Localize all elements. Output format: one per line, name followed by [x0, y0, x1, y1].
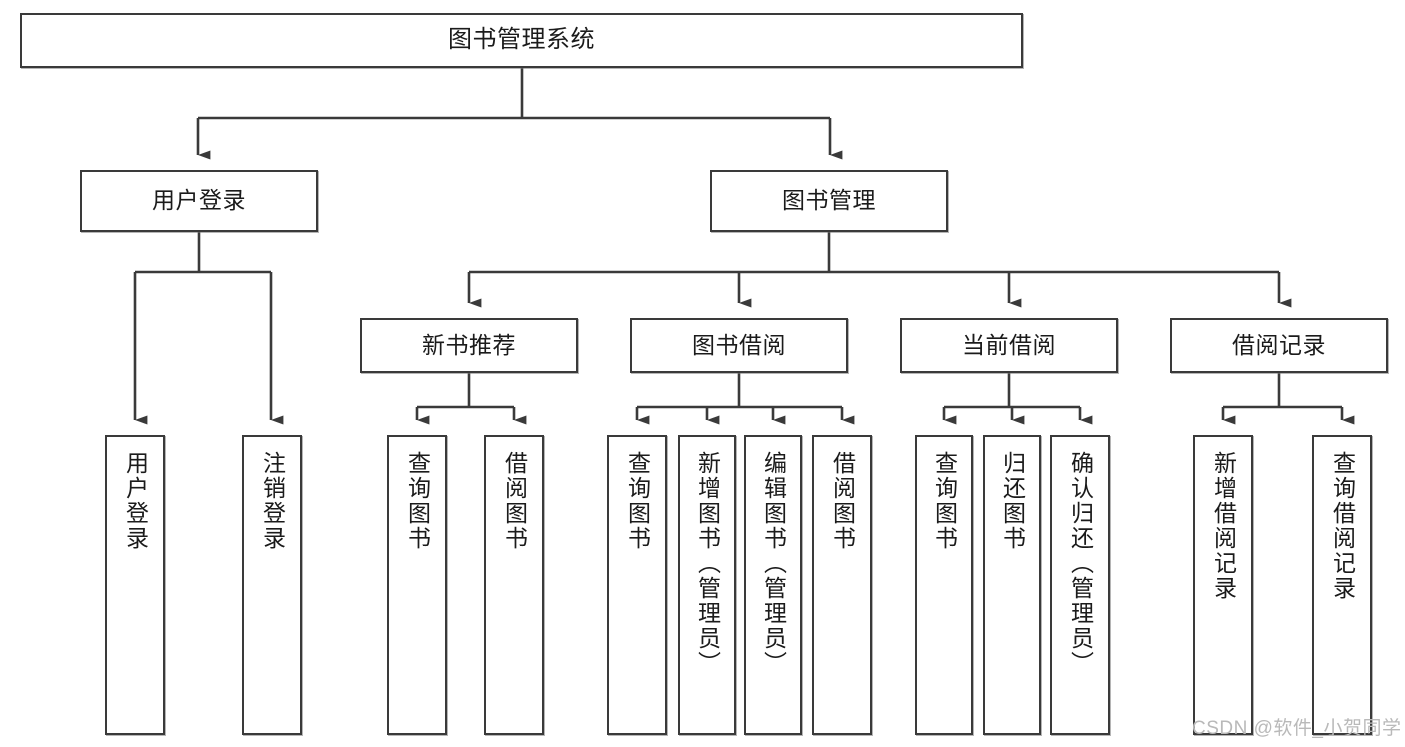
node-leaf-borrow-book-2[interactable]: 借阅图书: [812, 435, 872, 735]
node-leaf-user-login[interactable]: 用户登录: [105, 435, 165, 735]
node-leaf-query-book-3-label: 查询图书: [931, 451, 958, 551]
node-leaf-add-borrow-record-label: 新增借阅记录: [1210, 451, 1237, 601]
node-leaf-add-book-label: 新增图书（管理员）: [694, 451, 721, 676]
node-new-book-recommend[interactable]: 新书推荐: [360, 318, 578, 373]
node-borrow-record[interactable]: 借阅记录: [1170, 318, 1388, 373]
node-leaf-edit-book[interactable]: 编辑图书（管理员）: [744, 435, 802, 735]
node-leaf-confirm-return[interactable]: 确认归还（管理员）: [1050, 435, 1110, 735]
node-leaf-borrow-book-2-label: 借阅图书: [829, 451, 856, 551]
node-leaf-return-book-label: 归还图书: [999, 451, 1026, 551]
node-leaf-add-book[interactable]: 新增图书（管理员）: [678, 435, 736, 735]
node-book-manage-label: 图书管理: [782, 187, 876, 214]
node-leaf-query-book-2[interactable]: 查询图书: [607, 435, 667, 735]
node-new-book-recommend-label: 新书推荐: [422, 331, 516, 358]
node-leaf-user-logout[interactable]: 注销登录: [242, 435, 302, 735]
node-current-borrow[interactable]: 当前借阅: [900, 318, 1118, 373]
node-leaf-borrow-book-1[interactable]: 借阅图书: [484, 435, 544, 735]
node-current-borrow-label: 当前借阅: [962, 331, 1056, 358]
node-leaf-query-book-1[interactable]: 查询图书: [387, 435, 447, 735]
watermark: CSDN @软件_小贺同学: [1192, 718, 1402, 739]
node-leaf-query-borrow-record-label: 查询借阅记录: [1329, 451, 1356, 601]
node-book-borrow[interactable]: 图书借阅: [630, 318, 848, 373]
node-leaf-return-book[interactable]: 归还图书: [983, 435, 1041, 735]
node-leaf-edit-book-label: 编辑图书（管理员）: [760, 451, 787, 676]
node-leaf-query-book-3[interactable]: 查询图书: [915, 435, 973, 735]
node-leaf-borrow-book-1-label: 借阅图书: [501, 451, 528, 551]
node-leaf-query-book-2-label: 查询图书: [624, 451, 651, 551]
node-root[interactable]: 图书管理系统: [20, 13, 1023, 68]
node-user-login[interactable]: 用户登录: [80, 170, 318, 232]
node-leaf-user-login-label: 用户登录: [122, 451, 149, 551]
node-user-login-label: 用户登录: [152, 187, 246, 214]
node-leaf-add-borrow-record[interactable]: 新增借阅记录: [1193, 435, 1253, 735]
node-book-borrow-label: 图书借阅: [692, 331, 786, 358]
node-borrow-record-label: 借阅记录: [1232, 331, 1326, 358]
node-root-label: 图书管理系统: [448, 26, 595, 54]
node-book-manage[interactable]: 图书管理: [710, 170, 948, 232]
node-leaf-confirm-return-label: 确认归还（管理员）: [1067, 451, 1094, 676]
node-leaf-query-book-1-label: 查询图书: [404, 451, 431, 551]
node-leaf-user-logout-label: 注销登录: [259, 451, 286, 551]
node-leaf-query-borrow-record[interactable]: 查询借阅记录: [1312, 435, 1372, 735]
